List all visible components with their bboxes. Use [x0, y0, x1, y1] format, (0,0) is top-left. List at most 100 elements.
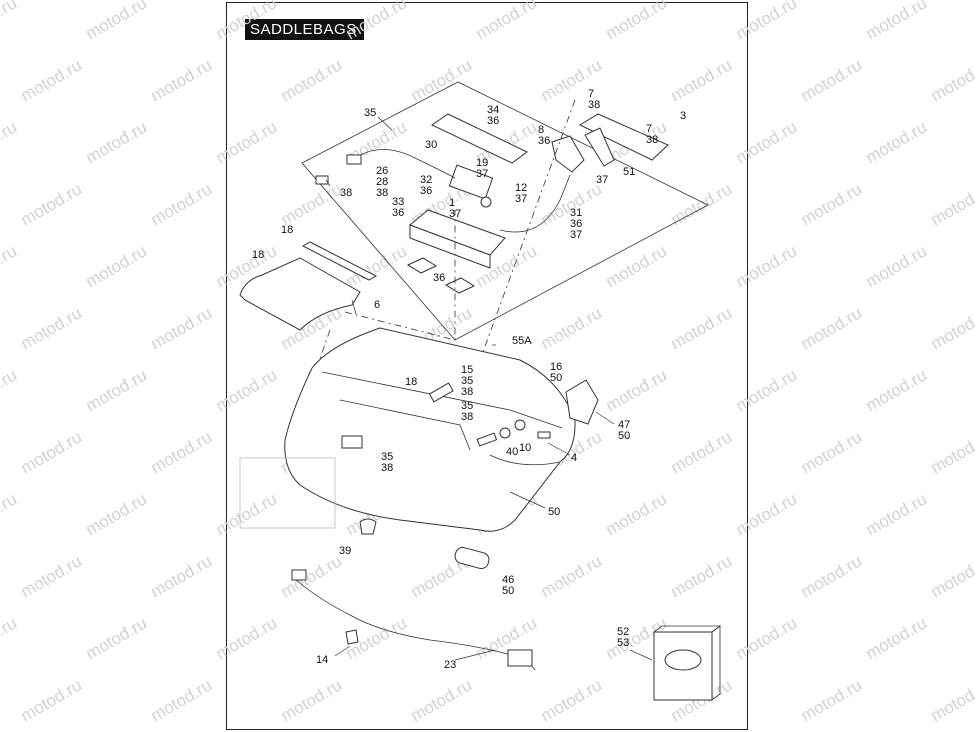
logo-badge — [664, 649, 702, 671]
part-callout: 36 — [392, 207, 404, 219]
assembly-line-1 — [344, 210, 456, 341]
part-callout: 51 — [623, 166, 635, 178]
watermark-text: motod.ru — [928, 551, 976, 601]
watermark-text: motod.ru — [603, 365, 671, 415]
watermark-text: motod.ru — [83, 117, 151, 167]
watermark-text: motod.ru — [0, 365, 20, 415]
part-callout: 53 — [617, 637, 629, 649]
watermark-text: motod.ru — [18, 675, 86, 725]
part-callout: 38 — [461, 386, 473, 398]
part-callout: 12 — [515, 182, 527, 194]
latch-catch — [341, 435, 363, 449]
watermark-text: motod.ru — [148, 55, 216, 105]
watermark-text: motod.ru — [668, 179, 736, 229]
side-bracket — [551, 135, 585, 173]
watermark-text: motod.ru — [473, 0, 541, 43]
watermark-text: motod.ru — [798, 55, 866, 105]
part-callout: 30 — [425, 139, 437, 151]
watermark-text: motod.ru — [83, 489, 151, 539]
watermark-text: motod.ru — [928, 675, 976, 725]
pad-1 — [406, 257, 438, 274]
part-callout: 8 — [538, 124, 544, 136]
pad-2 — [444, 277, 476, 294]
watermark-text: motod.ru — [408, 675, 476, 725]
watermark-text: motod.ru — [733, 117, 801, 167]
part-callout: 35 — [364, 107, 376, 119]
cable-end — [346, 154, 362, 165]
part-callout: 6 — [374, 299, 380, 311]
part-callout: 26 — [376, 165, 388, 177]
watermark-text: motod.ru — [18, 551, 86, 601]
watermark-text: motod.ru — [0, 613, 20, 663]
lid-assembly-panel — [301, 81, 709, 341]
harness-plug — [507, 649, 533, 667]
part-callout: 38 — [461, 411, 473, 423]
watermark-text: motod.ru — [343, 0, 411, 43]
part-callout: 37 — [476, 168, 488, 180]
part-callout: 36 — [420, 185, 432, 197]
part-callout: 15 — [461, 364, 473, 376]
part-callout: 18 — [405, 376, 417, 388]
watermark-text: motod.ru — [213, 365, 281, 415]
part-callout: 37 — [449, 208, 461, 220]
watermark-text: motod.ru — [733, 0, 801, 43]
part-callout: 19 — [476, 157, 488, 169]
part-callout: 28 — [376, 176, 388, 188]
harness-connector — [291, 569, 307, 581]
hinge-bracket — [578, 113, 669, 161]
watermark-text: motod.ru — [148, 551, 216, 601]
cable-clip — [315, 175, 329, 185]
watermark-text: motod.ru — [668, 303, 736, 353]
watermark-text: motod.ru — [733, 241, 801, 291]
lid-pin — [351, 299, 357, 315]
watermark-text: motod.ru — [863, 613, 931, 663]
part-callout: 36 — [538, 135, 550, 147]
watermark-text: motod.ru — [213, 0, 281, 43]
watermark-text: motod.ru — [668, 55, 736, 105]
bolt — [537, 431, 551, 439]
watermark-text: motod.ru — [213, 613, 281, 663]
part-callout: 34 — [487, 104, 499, 116]
part-callout: 23 — [444, 659, 456, 671]
watermark-text: motod.ru — [863, 117, 931, 167]
watermark-text: motod.ru — [83, 613, 151, 663]
watermark-text: motod.ru — [668, 427, 736, 477]
part-callout: 3 — [680, 110, 686, 122]
watermark-text: motod.ru — [148, 675, 216, 725]
part-callout: 38 — [381, 462, 393, 474]
part-callout: 37 — [596, 174, 608, 186]
watermark-text: motod.ru — [863, 489, 931, 539]
watermark-text: motod.ru — [538, 675, 606, 725]
watermark-text: motod.ru — [278, 179, 346, 229]
part-callout: 36 — [433, 272, 445, 284]
watermark-text: motod.ru — [0, 117, 20, 167]
watermark-text: motod.ru — [213, 117, 281, 167]
watermark-text: motod.ru — [83, 0, 151, 43]
part-callout: 36 — [570, 218, 582, 230]
watermark-text: motod.ru — [798, 427, 866, 477]
watermark-text: motod.ru — [408, 55, 476, 105]
watermark-text: motod.ru — [83, 365, 151, 415]
latch-knob — [480, 196, 492, 208]
watermark-text: motod.ru — [148, 427, 216, 477]
part-callout: 38 — [646, 134, 658, 146]
body-rim — [321, 371, 563, 429]
latch-tray-front — [409, 224, 491, 269]
watermark-text: motod.ru — [18, 55, 86, 105]
part-callout: 55A — [512, 335, 532, 347]
part-callout: 18 — [281, 224, 293, 236]
part-callout: 35 — [461, 400, 473, 412]
release-cable — [499, 174, 571, 233]
part-callout: 38 — [340, 187, 352, 199]
part-callout: 46 — [502, 574, 514, 586]
watermark-text: motod.ru — [798, 675, 866, 725]
inner-view — [239, 457, 336, 529]
watermark-text: motod.ru — [148, 179, 216, 229]
washer — [514, 419, 526, 431]
assembly-line-2 — [479, 99, 576, 361]
watermark-text: motod.ru — [278, 55, 346, 105]
part-callout: 10 — [519, 442, 531, 454]
watermark-text: motod.ru — [928, 179, 976, 229]
